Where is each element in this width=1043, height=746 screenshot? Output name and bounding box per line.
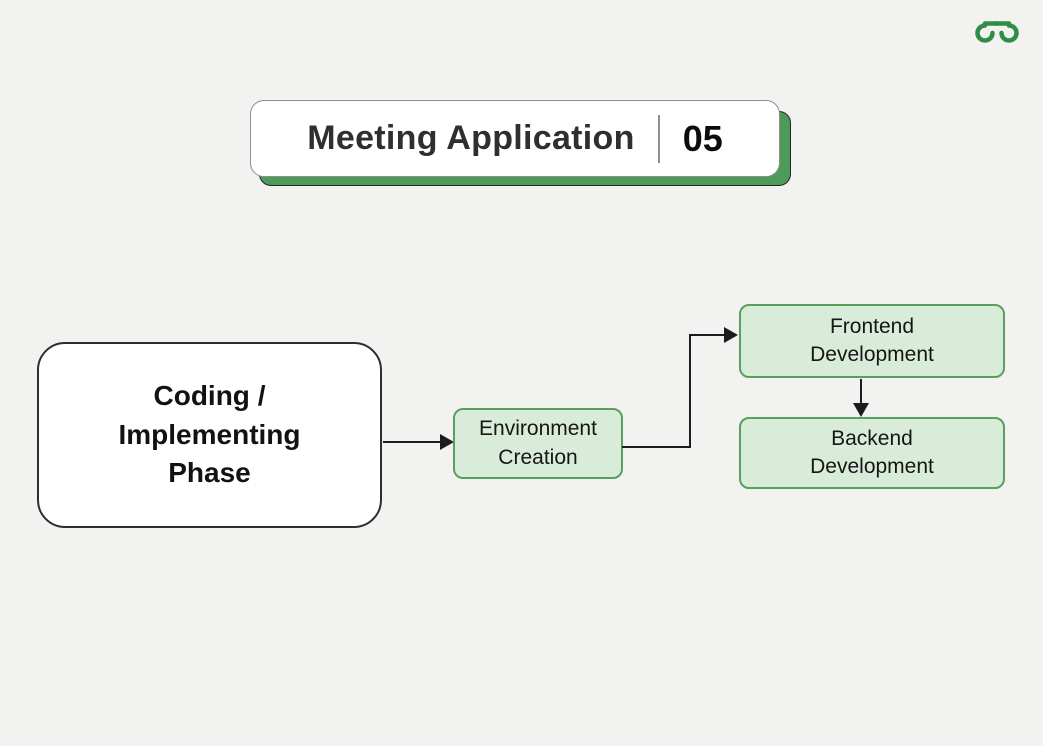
title-number: 05	[682, 117, 723, 159]
node-frontend-development: Frontend Development	[739, 304, 1005, 378]
node-environment-label: Environment Creation	[479, 417, 597, 469]
node-backend-development: Backend Development	[739, 417, 1005, 489]
node-environment-creation: Environment Creation	[453, 408, 623, 479]
node-frontend-label: Frontend Development	[810, 314, 934, 366]
arrow-environment-to-frontend-segment-horizontal	[622, 446, 691, 448]
arrow-frontend-to-backend-head	[853, 403, 869, 417]
title-divider	[657, 114, 660, 163]
arrow-environment-to-frontend-head	[724, 327, 738, 343]
arrow-environment-to-frontend-segment-vertical	[689, 334, 691, 448]
arrow-environment-to-frontend-segment-top	[689, 334, 725, 336]
node-coding-implementing-phase: Coding / Implementing Phase	[37, 342, 382, 528]
arrow-coding-to-environment-head	[440, 434, 454, 450]
node-backend-label: Backend Development	[810, 426, 934, 478]
arrow-frontend-to-backend-line	[860, 379, 862, 405]
node-coding-label: Coding / Implementing Phase	[118, 380, 301, 489]
geeksforgeeks-logo-icon	[975, 21, 1019, 43]
page-title: Meeting Application	[307, 119, 635, 157]
title-card: Meeting Application 05	[250, 100, 780, 177]
arrow-coding-to-environment-line	[383, 441, 441, 443]
